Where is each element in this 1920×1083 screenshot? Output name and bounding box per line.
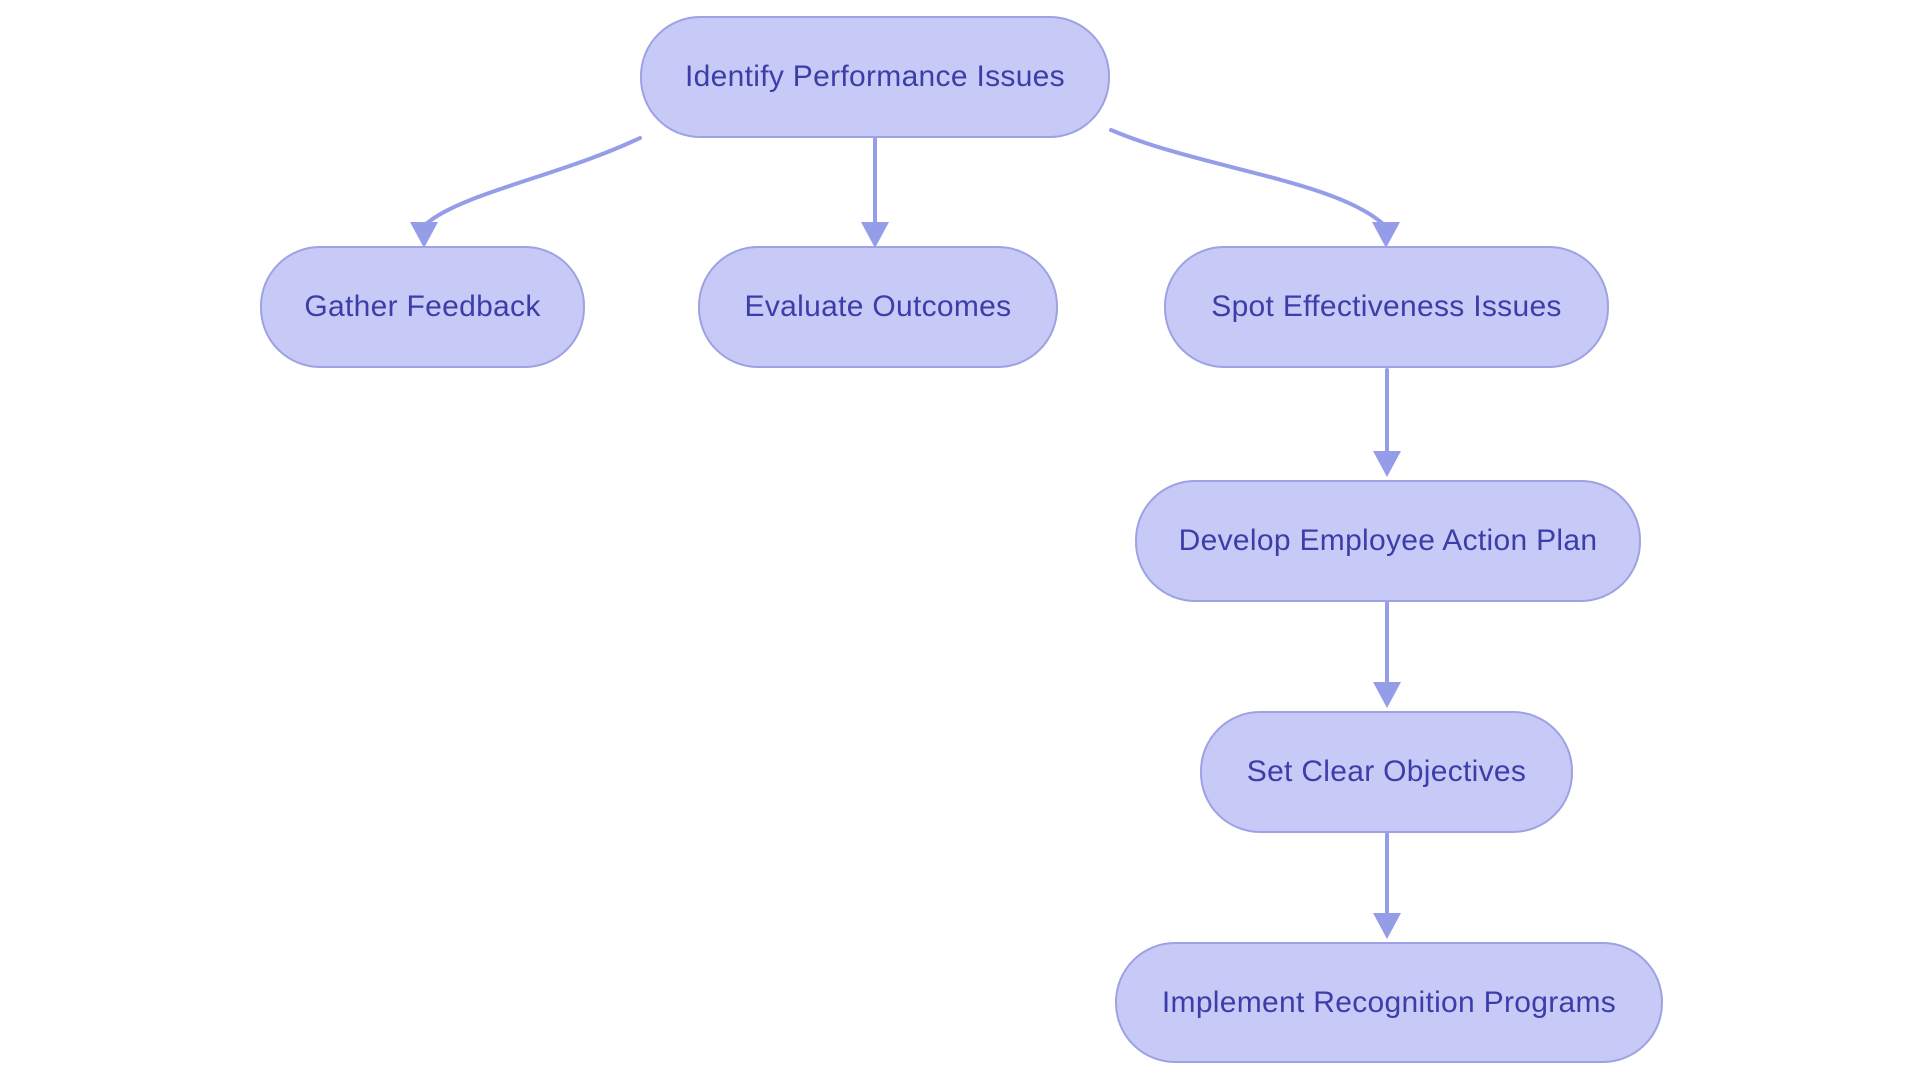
flowchart-node-spot-effectiveness-issues: Spot Effectiveness Issues	[1164, 246, 1609, 368]
edge-spot-develop	[1373, 368, 1401, 477]
flowchart-node-identify-performance-issues: Identify Performance Issues	[640, 16, 1110, 138]
edge-objectives-recognition	[1373, 832, 1401, 939]
edge-identify-spot	[1109, 128, 1400, 248]
flowchart-node-implement-recognition-programs: Implement Recognition Programs	[1115, 942, 1663, 1063]
flowchart-node-develop-employee-action-plan: Develop Employee Action Plan	[1135, 480, 1641, 602]
flowchart-node-set-clear-objectives: Set Clear Objectives	[1200, 711, 1573, 833]
edge-identify-evaluate	[861, 137, 889, 248]
edge-develop-objectives	[1373, 601, 1401, 708]
edge-identify-gather	[410, 136, 642, 248]
flowchart-node-gather-feedback: Gather Feedback	[260, 246, 585, 368]
flowchart-node-evaluate-outcomes: Evaluate Outcomes	[698, 246, 1058, 368]
